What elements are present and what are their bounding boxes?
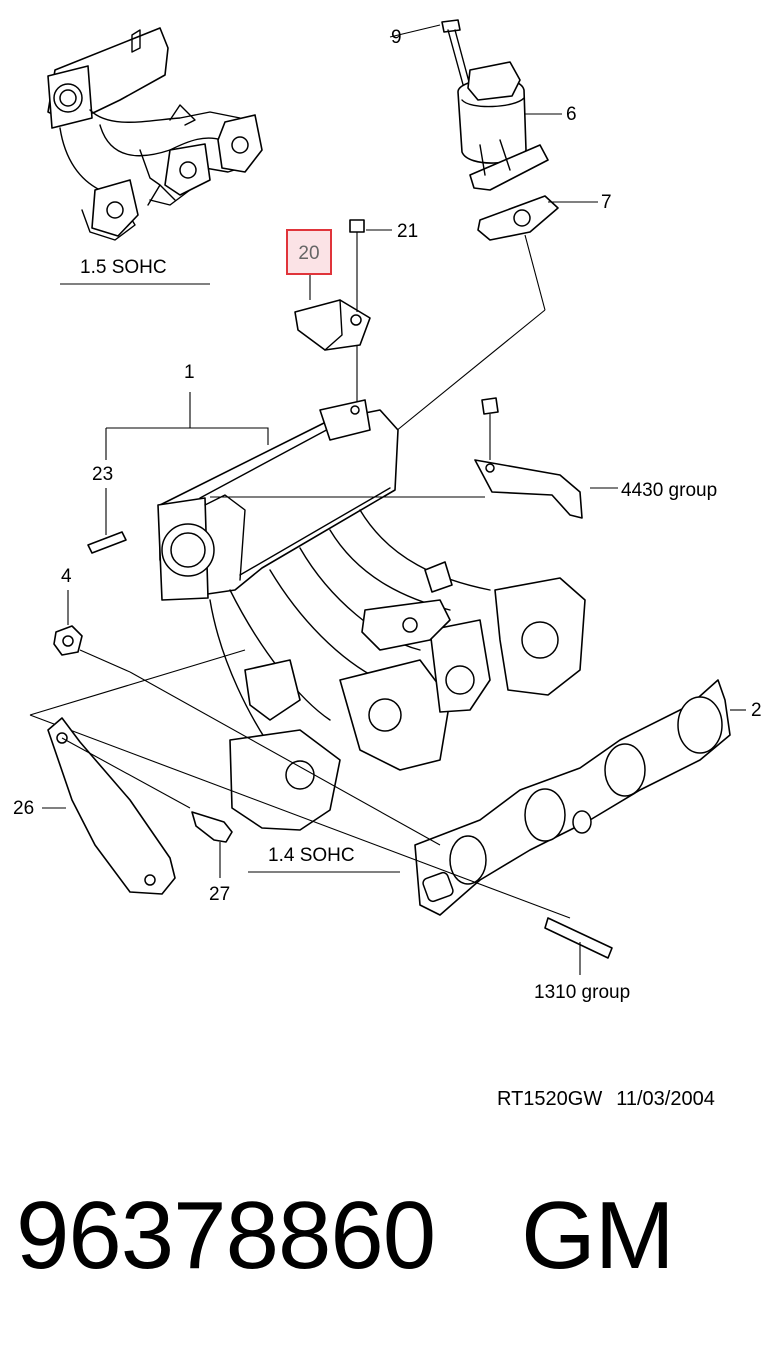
label-part-1[interactable]: 1 [184,362,195,383]
label-part-4[interactable]: 4 [61,566,72,587]
part-number: 96378860 [16,1182,436,1289]
bracket-leader-1 [105,392,269,460]
leader-egr-assembly [384,309,546,441]
leader-gasket-down [524,234,546,311]
label-part-7[interactable]: 7 [601,192,612,213]
drawing-code: RT1520GW [497,1088,603,1110]
map-sensor [294,219,371,351]
label-part-6[interactable]: 6 [566,104,577,125]
leader-9 [389,24,441,38]
bolt-27 [191,811,233,878]
brand-name: GM [521,1182,675,1289]
label-part-27[interactable]: 27 [209,884,231,905]
inset-manifold-1-5 [47,27,263,241]
leader-nut-gasket [129,671,441,846]
highlighted-part-20[interactable]: 20 [286,229,332,275]
label-part-26[interactable]: 26 [13,798,35,819]
label-engine-1-4: 1.4 SOHC [268,845,355,866]
nut-4 [53,590,131,673]
leader-left-upper [29,649,246,716]
label-1310-group[interactable]: 1310 group [534,982,631,1003]
leader-left-lower [29,714,571,919]
support-bracket-26 [47,717,191,895]
label-4430-group[interactable]: 4430 group [621,480,718,501]
bracket-4430 [474,397,583,519]
label-part-2[interactable]: 2 [751,700,762,721]
label-part-21[interactable]: 21 [397,221,419,242]
exhaust-gasket [414,679,731,916]
egr-valve [441,19,549,191]
label-part-20: 20 [298,243,320,264]
intake-manifold-1-4 [157,399,586,831]
drawing-date: 11/03/2004 [616,1088,715,1110]
label-part-23[interactable]: 23 [92,464,114,485]
stud-23 [87,488,127,554]
drawing-reference: RT1520GW 11/03/2004 [497,1088,715,1111]
label-part-9[interactable]: 9 [391,27,402,48]
label-engine-1-5: 1.5 SOHC [80,257,167,278]
stud-1310 [544,917,613,975]
